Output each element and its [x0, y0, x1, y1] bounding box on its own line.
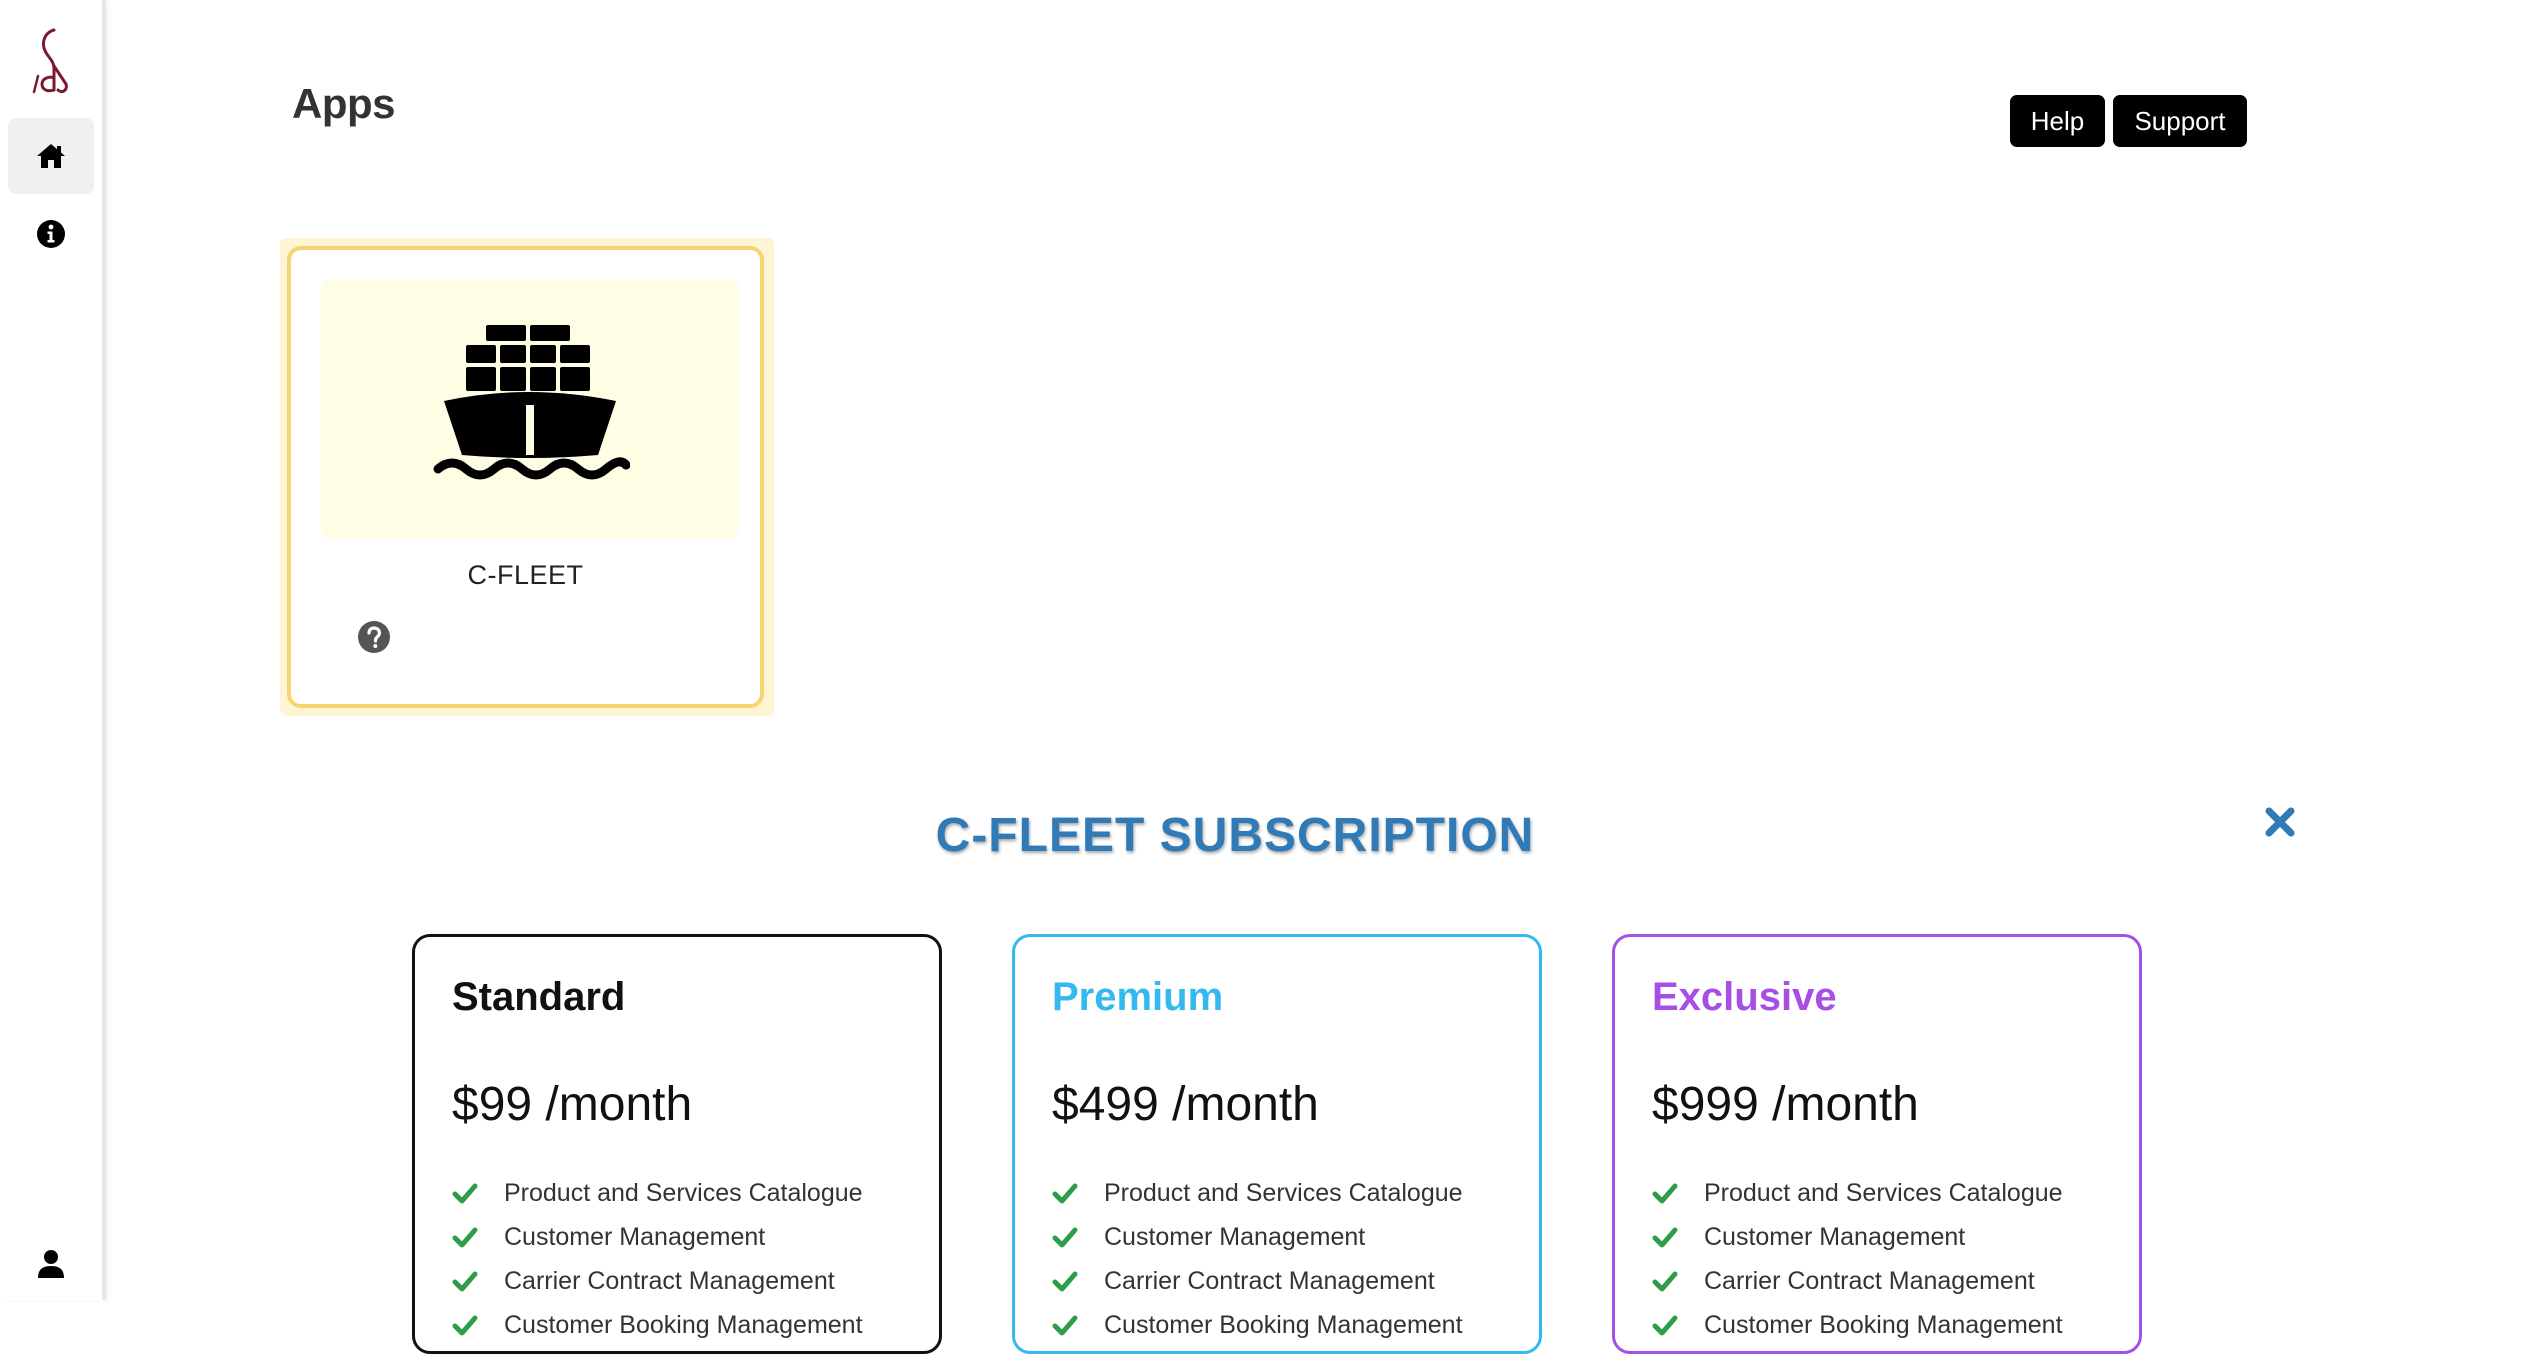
plan-name: Exclusive [1652, 975, 1837, 1019]
ship-icon [433, 325, 630, 480]
brand-logo[interactable] [24, 26, 78, 96]
check-icon [1652, 1271, 1678, 1292]
check-icon [452, 1315, 478, 1336]
check-icon [1652, 1227, 1678, 1248]
feature-item: Customer Management [1052, 1215, 1463, 1259]
feature-list: Product and Services Catalogue Customer … [452, 1171, 863, 1347]
plan-price: $499 /month [1052, 1078, 1319, 1131]
feature-item: Customer Management [1652, 1215, 2063, 1259]
feature-item: Customer Booking Management [1052, 1303, 1463, 1347]
app-thumbnail [321, 280, 739, 538]
app-card-c-fleet[interactable]: C-FLEET [287, 246, 764, 708]
sidebar-item-user[interactable] [8, 1226, 94, 1302]
feature-item: Product and Services Catalogue [1052, 1171, 1463, 1215]
subscription-title: C-FLEET SUBSCRIPTION [935, 809, 1535, 862]
feature-item: Product and Services Catalogue [1652, 1171, 2063, 1215]
check-icon [1052, 1227, 1078, 1248]
check-icon [1652, 1315, 1678, 1336]
question-circle-icon[interactable] [357, 620, 391, 654]
sidebar-item-info[interactable] [8, 196, 94, 272]
feature-item: Customer Booking Management [452, 1303, 863, 1347]
feature-item: Carrier Contract Management [1652, 1259, 2063, 1303]
check-icon [1052, 1315, 1078, 1336]
check-icon [1652, 1183, 1678, 1204]
check-icon [1052, 1271, 1078, 1292]
feature-item: Customer Booking Management [1652, 1303, 2063, 1347]
plan-card-standard[interactable]: Standard $99 /month Product and Services… [412, 934, 942, 1354]
plan-card-exclusive[interactable]: Exclusive $999 /month Product and Servic… [1612, 934, 2142, 1354]
check-icon [1052, 1183, 1078, 1204]
check-icon [452, 1183, 478, 1204]
plan-name: Premium [1052, 975, 1224, 1019]
help-button[interactable]: Help [2010, 95, 2105, 147]
plan-name: Standard [452, 975, 626, 1019]
plan-price: $999 /month [1652, 1078, 1919, 1131]
check-icon [452, 1227, 478, 1248]
info-icon [37, 220, 65, 248]
sidebar-item-home[interactable] [8, 118, 94, 194]
feature-item: Carrier Contract Management [452, 1259, 863, 1303]
close-icon[interactable] [2264, 806, 2296, 838]
feature-list: Product and Services Catalogue Customer … [1052, 1171, 1463, 1347]
feature-item: Customer Management [452, 1215, 863, 1259]
app-name: C-FLEET [467, 560, 584, 590]
user-icon [38, 1250, 64, 1278]
feature-item: Carrier Contract Management [1052, 1259, 1463, 1303]
feature-item: Product and Services Catalogue [452, 1171, 863, 1215]
sidebar [0, 0, 106, 1300]
feature-list: Product and Services Catalogue Customer … [1652, 1171, 2063, 1347]
plan-price: $99 /month [452, 1078, 693, 1131]
plan-card-premium[interactable]: Premium $499 /month Product and Services… [1012, 934, 1542, 1354]
home-icon [37, 144, 65, 168]
support-button[interactable]: Support [2113, 95, 2247, 147]
page-title: Apps [292, 80, 396, 127]
check-icon [452, 1271, 478, 1292]
